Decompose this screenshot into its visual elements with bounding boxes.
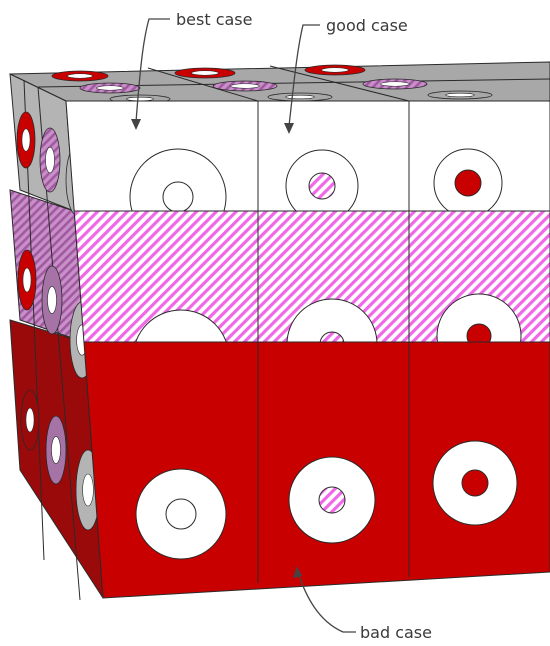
top-target-center-9 bbox=[446, 93, 475, 97]
target-center-r3-c2 bbox=[319, 487, 345, 513]
bad-case-label: bad case bbox=[360, 623, 432, 642]
top-target-center-6 bbox=[381, 82, 410, 87]
top-target-center-8 bbox=[286, 95, 315, 99]
top-target-center-1 bbox=[67, 74, 92, 79]
best-case-label: best case bbox=[176, 10, 252, 29]
side-target-center-5 bbox=[48, 286, 57, 313]
side-target-center-8 bbox=[52, 436, 61, 463]
top-target-center-2 bbox=[192, 71, 219, 76]
good-case-label: good case bbox=[326, 16, 408, 35]
top-target-center-5 bbox=[231, 84, 260, 89]
side-target-center-1 bbox=[22, 129, 30, 151]
target-center-r3-c1 bbox=[166, 499, 196, 529]
top-target-center-3 bbox=[322, 68, 349, 73]
side-target-center-2 bbox=[46, 147, 55, 173]
top-target-center-7 bbox=[127, 97, 154, 101]
side-target-center-9 bbox=[83, 474, 94, 506]
cube-front-face bbox=[66, 101, 550, 598]
target-center-r1-c2 bbox=[309, 173, 335, 199]
target-center-r1-c1 bbox=[163, 182, 193, 212]
side-target-center-4 bbox=[23, 268, 31, 292]
target-center-r3-c3 bbox=[462, 470, 488, 496]
side-target-center-7 bbox=[26, 408, 34, 432]
top-target-center-4 bbox=[97, 86, 124, 91]
target-center-r1-c3 bbox=[455, 170, 481, 196]
cube-top-face bbox=[10, 62, 550, 103]
